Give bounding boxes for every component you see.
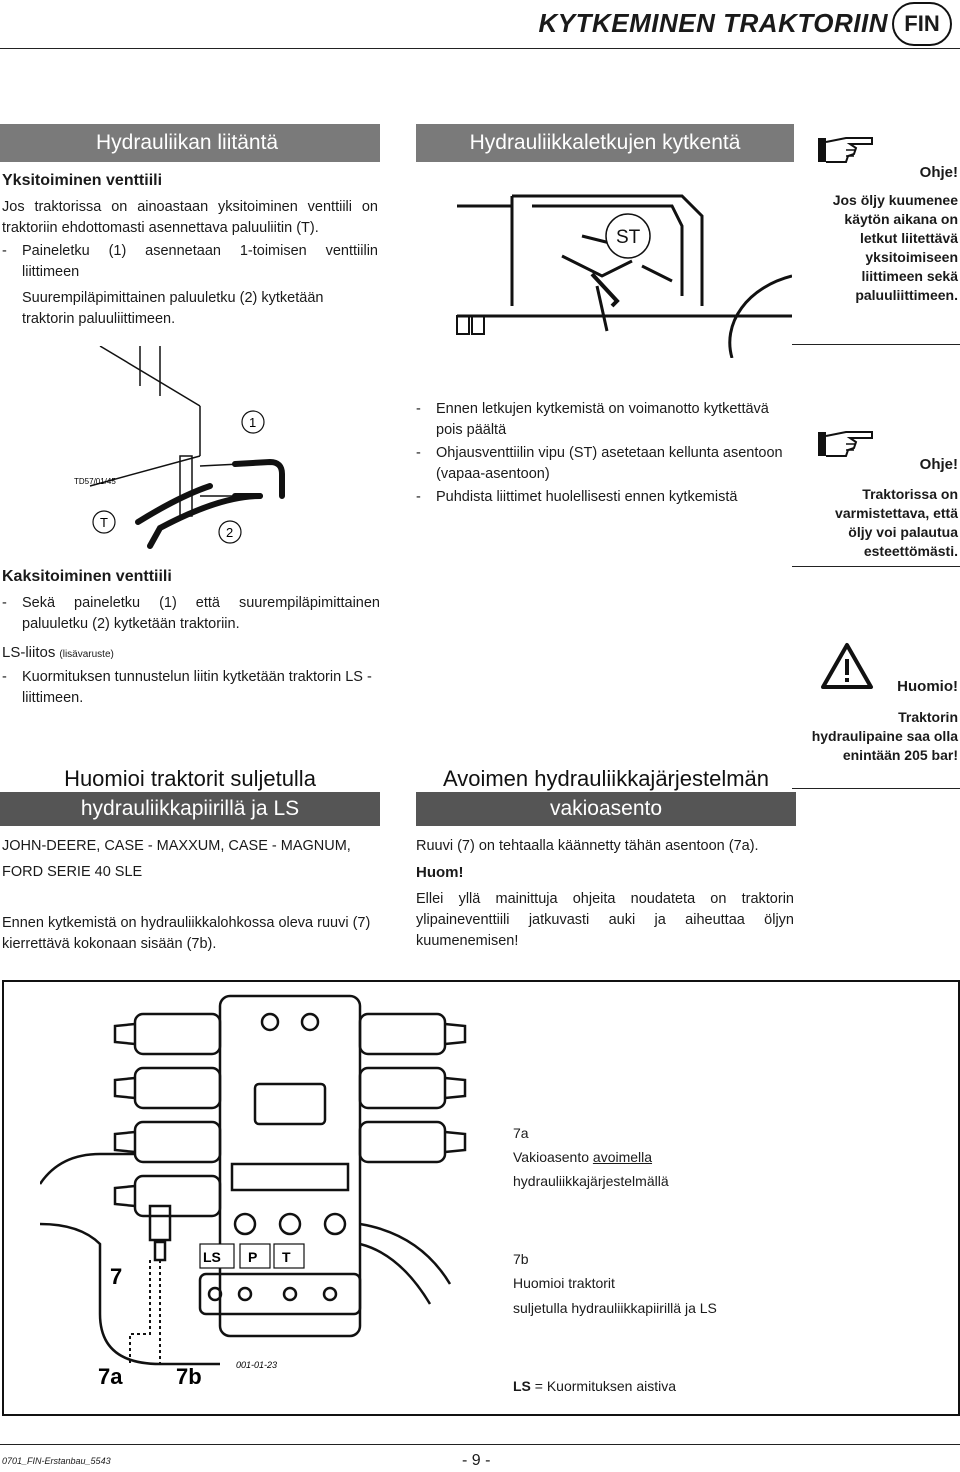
step-item: Ennen letkujen kytkemistä on voimanotto … (416, 399, 796, 441)
bullet-text: Sekä paineletku (1) että suurempiläpimit… (2, 593, 380, 635)
callout-1-label: 1 (249, 415, 256, 430)
caption-7b-id: 7b (513, 1251, 529, 1267)
open-system-title: Avoimen hydrauliikkajärjestelmän (442, 766, 770, 791)
ls-connection-line: LS-liitos (lisävaruste) (2, 642, 380, 665)
note-body: Traktorissa on varmistettava, että öljy … (835, 486, 958, 559)
callout-1 (241, 410, 265, 434)
language-badge: FIN (892, 2, 952, 46)
bullet-text: Kuormituksen tunnustelun liitin kytketää… (2, 667, 380, 709)
callout-2 (218, 520, 242, 544)
callout-t-label: T (100, 515, 108, 530)
footer-page-number: - 9 - (462, 1452, 491, 1469)
section-bar-hose-connection: Hydrauliikkaletkujen kytkentä (416, 124, 794, 162)
note-heading: Ohje! (919, 164, 958, 181)
note-heading: Huomio! (897, 678, 958, 695)
tractor-cab-figure: ST (456, 194, 792, 358)
caption-7a-line1: Vakioasento avoimella (513, 1146, 652, 1168)
paragraph-single-acting: Jos traktorissa on ainoastaan yksitoimin… (2, 199, 378, 236)
port-label-p: P (248, 1249, 257, 1265)
note-rule (792, 566, 960, 567)
open-system-warning: Ellei yllä mainittuja ohjeita noudateta … (416, 891, 794, 949)
subhead-double-acting: Kaksitoiminen venttiili (2, 568, 172, 585)
models-line-2: FORD SERIE 40 SLE (2, 864, 143, 880)
subhead-single-acting: Yksitoiminen venttiili (2, 172, 163, 189)
warning-icon (821, 643, 873, 689)
steps-list: Ennen letkujen kytkemistä on voimanotto … (416, 399, 796, 508)
caption-7a-line2: hydrauliikkajärjestelmällä (513, 1173, 669, 1189)
paragraph-return-hose: Suurempiläpimittainen paluuletku (2) kyt… (22, 290, 324, 327)
note-body: Jos öljy kuumenee käytön aikana on letku… (832, 192, 958, 303)
caption-7a-id: 7a (513, 1125, 529, 1141)
ls-abbreviation: LS (513, 1378, 531, 1394)
note-rule (792, 344, 960, 345)
note-rule (792, 788, 960, 789)
bullet-double-acting: Sekä paineletku (1) että suurempiläpimit… (2, 593, 380, 635)
caption-ls-definition: LS = Kuormituksen aistiva (513, 1375, 676, 1397)
ls-note: (lisävaruste) (59, 649, 114, 660)
callout-2-label: 2 (226, 525, 233, 540)
valve-block-figure-frame (2, 980, 960, 1416)
figure-code: TD57/01/45 (74, 477, 116, 486)
figure-code: 001-01-23 (236, 1360, 277, 1370)
caption-emphasis: avoimella (592, 1149, 653, 1165)
pointing-hand-icon (818, 137, 873, 163)
pointing-hand-icon (818, 431, 873, 457)
page-header-title: KYTKEMINEN TRAKTORIIN (538, 8, 888, 38)
closed-system-bar: hydrauliikkapiirillä ja LS (0, 792, 380, 826)
footer-rule (0, 1444, 960, 1445)
models-line-1: JOHN-DEERE, CASE - MAXXUM, CASE - MAGNUM… (2, 838, 351, 854)
figure-label-st: ST (616, 227, 641, 248)
open-system-factory-setting: Ruuvi (7) on tehtaalla käännetty tähän a… (416, 838, 759, 854)
st-marker (605, 213, 651, 259)
closed-system-title: Huomioi traktorit suljetulla (64, 766, 316, 791)
note-heading: Ohje! (919, 456, 958, 473)
footer-doc-code: 0701_FIN-Erstanbau_5543 (2, 1456, 111, 1466)
screw-label-7: 7 (110, 1264, 122, 1289)
caption-7b-line2: suljetulla hydrauliikkapiirillä ja LS (513, 1300, 717, 1316)
position-label-7a: 7a (98, 1364, 123, 1389)
caption-7b-line1: Huomioi traktorit (513, 1275, 615, 1291)
section-title: Hydrauliikkaletkujen kytkentä (469, 131, 741, 154)
ls-label: LS-liitos (2, 644, 56, 661)
bullet-ls: Kuormituksen tunnustelun liitin kytketää… (2, 667, 380, 709)
step-item: Ohjausventtiilin vipu (ST) asetetaan kel… (416, 443, 796, 485)
section-title: Hydrauliikan liitäntä (96, 131, 279, 154)
header-rule (0, 48, 960, 49)
ls-definition: = Kuormituksen aistiva (534, 1378, 677, 1394)
closed-system-instruction: Ennen kytkemistä on hydrauliikkalohkossa… (2, 915, 371, 952)
bullet-pressure-hose: Paineletku (1) asennetaan 1-toimisen ven… (2, 241, 378, 283)
bullet-text: Paineletku (1) asennetaan 1-toimisen ven… (2, 241, 378, 283)
huom-heading: Huom! (416, 864, 464, 881)
section-bar-hydraulic-connection: Hydrauliikan liitäntä (0, 124, 380, 162)
hose-connection-figure: 1 2 T TD57/01/45 (74, 346, 285, 549)
open-system-bar: vakioasento (416, 792, 796, 826)
caption-text: Vakioasento (513, 1149, 593, 1165)
note-body: Traktorin hydraulipaine saa olla enintää… (811, 709, 958, 763)
valve-block-figure: LS P T 7 7a 7b 001-01-23 (40, 994, 467, 1389)
position-label-7b: 7b (176, 1364, 202, 1389)
port-label-t: T (282, 1249, 291, 1265)
port-label-ls: LS (203, 1249, 221, 1265)
step-item: Puhdista liittimet huolellisesti ennen k… (416, 487, 796, 508)
callout-t (92, 510, 116, 534)
